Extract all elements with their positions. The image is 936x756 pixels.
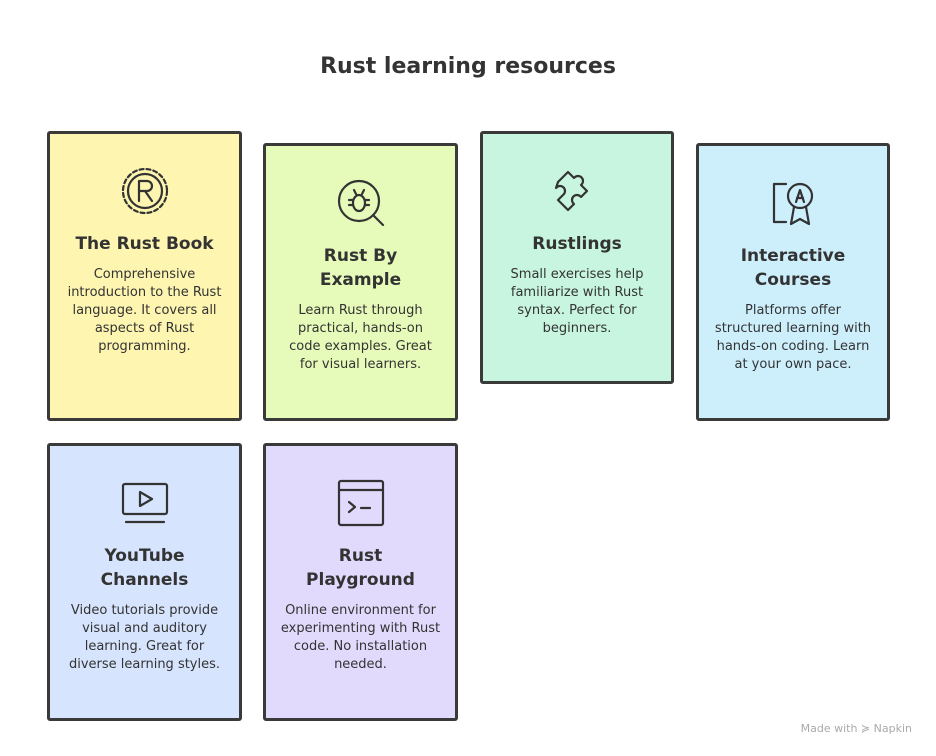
puzzle-piece-icon: [550, 164, 604, 218]
card-rust-book: The Rust Book Comprehensive introduction…: [47, 131, 242, 421]
video-play-icon: [118, 476, 172, 530]
card-rustlings: Rustlings Small exercises help familiari…: [480, 131, 674, 384]
card-youtube-channels: YouTube Channels Video tutorials provide…: [47, 443, 242, 721]
card-description: Online environment for experimenting wit…: [280, 603, 441, 672]
napkin-watermark: Made with ≽ Napkin: [800, 722, 912, 735]
card-title: Rust Playground: [306, 546, 415, 590]
diagram-title: Rust learning resources: [320, 54, 616, 79]
card-description: Comprehensive introduction to the Rust l…: [67, 267, 222, 354]
card-description: Small exercises help familiarize with Ru…: [510, 267, 644, 336]
card-description: Learn Rust through practical, hands-on c…: [289, 303, 432, 372]
card-title: YouTube Channels: [100, 546, 189, 590]
terminal-icon: [334, 476, 388, 530]
card-title: Rust By Example: [319, 246, 402, 290]
card-title: The Rust Book: [75, 234, 214, 254]
card-description: Platforms offer structured learning with…: [714, 303, 872, 372]
bug-magnifier-icon: [334, 176, 388, 230]
card-title: Rustlings: [532, 234, 622, 254]
card-title: Interactive Courses: [740, 246, 846, 290]
card-interactive-courses: Interactive Courses Platforms offer stru…: [696, 143, 890, 421]
rust-gear-logo-icon: [118, 164, 172, 218]
certificate-icon: [766, 176, 820, 230]
card-rust-by-example: Rust By Example Learn Rust through pract…: [263, 143, 458, 421]
card-rust-playground: Rust Playground Online environment for e…: [263, 443, 458, 721]
card-description: Video tutorials provide visual and audit…: [68, 603, 221, 672]
